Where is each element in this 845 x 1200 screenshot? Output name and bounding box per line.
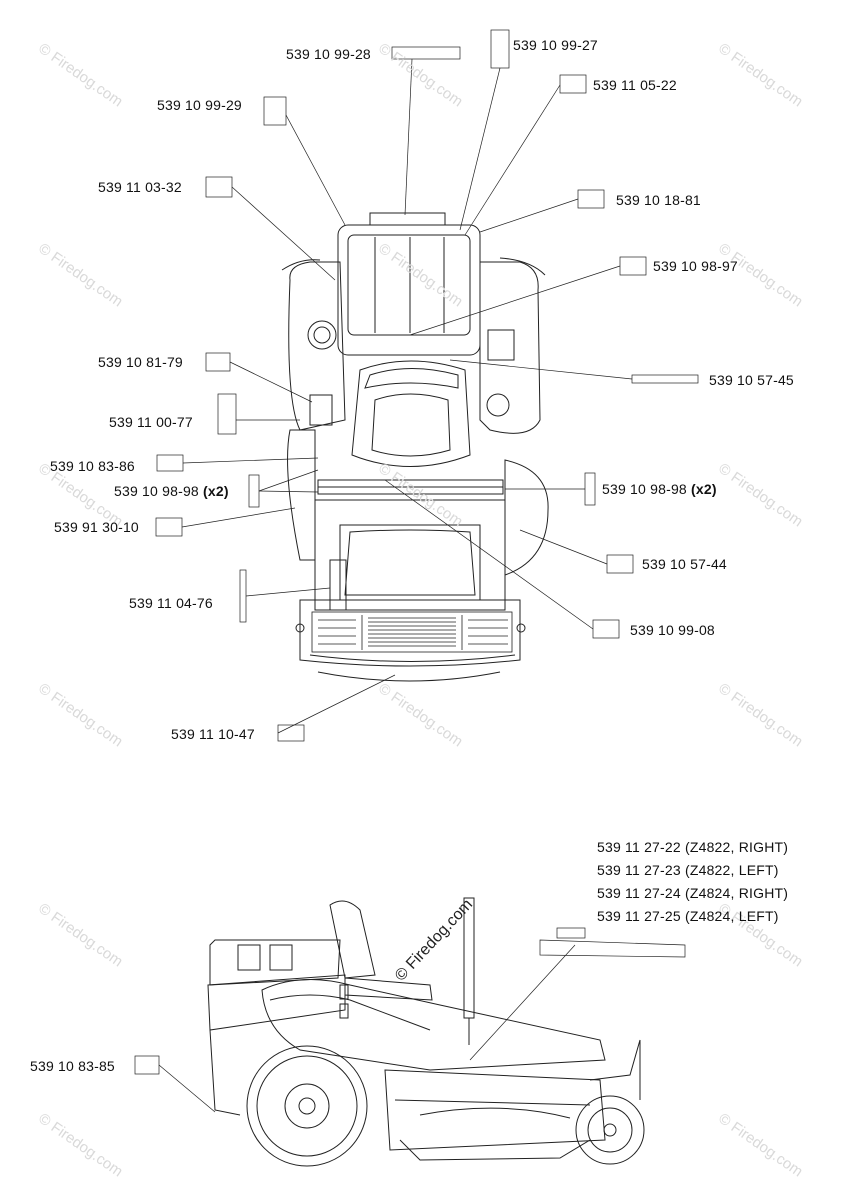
part-label: 539 10 18-81 — [616, 192, 701, 208]
side-view-mower — [134, 897, 686, 1167]
part-label: 539 11 04-76 — [129, 595, 213, 611]
part-number: 539 10 98-98 — [114, 483, 199, 499]
part-label: 539 10 81-79 — [98, 354, 183, 370]
part-label: 539 10 98-97 — [653, 258, 738, 274]
quantity: (x2) — [691, 481, 717, 497]
top-view-leaders — [155, 29, 699, 742]
part-label: 539 10 99-08 — [630, 622, 715, 638]
part-label: 539 10 83-85 — [30, 1058, 115, 1074]
part-label: 539 11 27-22 (Z4822, RIGHT) — [597, 839, 789, 855]
part-number: 539 10 98-98 — [602, 481, 687, 497]
part-label: 539 10 57-44 — [642, 556, 727, 572]
part-label: 539 11 03-32 — [98, 179, 182, 195]
part-label: 539 10 98-98 (x2) — [114, 483, 229, 499]
part-label: 539 11 27-23 (Z4822, LEFT) — [597, 862, 779, 878]
part-label: 539 10 99-27 — [513, 37, 598, 53]
part-label: 539 91 30-10 — [54, 519, 139, 535]
part-label: 539 10 83-86 — [50, 458, 135, 474]
part-label: 539 10 99-28 — [286, 46, 371, 62]
part-label: 539 10 98-98 (x2) — [602, 481, 717, 497]
quantity: (x2) — [203, 483, 229, 499]
part-label: 539 10 57-45 — [709, 372, 794, 388]
part-label: 539 11 05-22 — [593, 77, 677, 93]
part-label: 539 10 99-29 — [157, 97, 242, 113]
part-label: 539 11 27-25 (Z4824, LEFT) — [597, 908, 779, 924]
part-label: 539 11 00-77 — [109, 414, 193, 430]
part-label: 539 11 27-24 (Z4824, RIGHT) — [597, 885, 789, 901]
top-view-mower — [281, 212, 549, 682]
part-label: 539 11 10-47 — [171, 726, 255, 742]
